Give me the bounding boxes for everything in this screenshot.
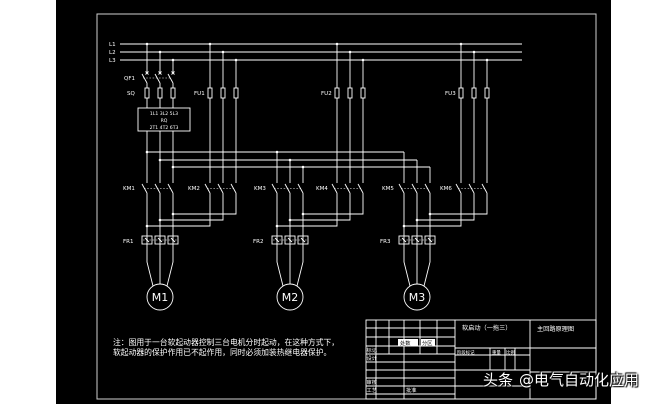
title-block-drawing-title: 软启动（一拖三） — [462, 324, 512, 332]
note-line-2: 软起动器的保护作用已不起作用，同时必须加装热继电器保护。 — [113, 347, 331, 357]
bus-label-l1: L1 — [109, 42, 116, 48]
title-block-mark: 标记 — [367, 346, 377, 354]
junction-dot — [402, 224, 406, 228]
soft-starter-terminals-out: 2T1 4T2 6T3 — [150, 125, 179, 131]
junction-dot — [415, 218, 419, 222]
fr1-element-l3 — [167, 235, 179, 245]
motor-3-lead-l1 — [403, 250, 411, 287]
title-block: 软启动（一拖三） 主回路原理图 标记 处数 分区 设计 审核 工艺 批准 阶段标… — [365, 319, 597, 400]
soft-starter-box — [137, 107, 191, 132]
title-block-zone: 分区 — [422, 339, 432, 347]
thermal-relay-label-fr3: FR3 — [380, 239, 391, 245]
motor-2-lead-l3 — [296, 250, 304, 287]
bypass-join-3-l1 — [404, 198, 462, 227]
soft-starter-terminals-in: 1L1 3L2 5L3 — [150, 111, 178, 117]
drawing-canvas — [56, 0, 611, 404]
title-block-border — [365, 319, 597, 400]
fr2-element-l2 — [284, 235, 296, 245]
drawing-frame — [96, 13, 597, 400]
bypass-join-3-l3 — [430, 198, 488, 215]
junction-dot — [171, 212, 175, 216]
title-block-stage-mark: 阶段标记 — [457, 349, 475, 356]
motor-m3-symbol — [403, 283, 431, 311]
fr2-element-l1 — [271, 235, 283, 245]
fr2-element-l3 — [297, 235, 309, 245]
title-block-design: 设计 — [367, 354, 377, 362]
contactor-label-km5: KM5 — [382, 186, 394, 192]
contactor-label-km1: KM1 — [123, 186, 135, 192]
bus-label-l3: L3 — [109, 58, 116, 64]
motor-m3-label: M3 — [409, 291, 426, 304]
bypass-join-2-l2 — [290, 198, 351, 221]
junction-dot — [275, 224, 279, 228]
junction-dot — [288, 218, 292, 222]
bypass-join-1-l1 — [147, 198, 211, 227]
contactor-label-km3: KM3 — [254, 186, 266, 192]
title-block-weight: 重量 — [492, 349, 501, 356]
bypass-join-2-l1 — [277, 198, 338, 227]
motors: M1 M2 M3 — [146, 283, 431, 311]
contactor-label-km4: KM4 — [316, 186, 328, 192]
watermark-platform: 头条 — [483, 371, 514, 389]
title-block-count: 处数 — [400, 339, 411, 347]
motor-m1-label: M1 — [152, 291, 169, 304]
motor-m1-symbol — [146, 283, 174, 311]
junction-dot — [301, 212, 305, 216]
fuse-label-fu3: FU3 — [445, 91, 456, 97]
bypass-join-1-l2 — [160, 198, 224, 221]
qf1-breaker-mark — [145, 71, 149, 75]
bypass-join-1-l3 — [173, 198, 237, 215]
title-block-process: 工艺 — [367, 387, 377, 394]
qf1-contact-l3 — [167, 73, 174, 84]
fr1-element-l1 — [141, 235, 153, 245]
title-block-grid — [365, 319, 597, 400]
breaker-label: QF1 — [124, 76, 135, 82]
motor-1-lead-l3 — [166, 250, 174, 287]
bypass-join-2-l3 — [303, 198, 364, 215]
thermal-relay-label-fr2: FR2 — [253, 239, 263, 245]
component-labels: L1 L2 L3 QF1 SQ 1L1 3L2 5L3 RQ 2T1 4T2 6… — [109, 42, 456, 245]
qf1-breaker-mark — [158, 71, 162, 75]
bypass-join-3-l2 — [417, 198, 475, 221]
title-block-review: 审核 — [367, 378, 377, 386]
qf1-breaker-mark — [171, 71, 175, 75]
fr3-element-l1 — [398, 235, 410, 245]
soft-starter-tag: RQ — [161, 118, 168, 124]
contactor-label-km6: KM6 — [440, 186, 452, 192]
junction-dot — [171, 165, 175, 169]
motor-m2-symbol — [276, 283, 304, 311]
motor-2-lead-l1 — [276, 250, 284, 287]
motor-1-lead-l1 — [146, 250, 154, 287]
breaker-fuse-label: SQ — [127, 91, 135, 97]
fr3-element-l2 — [411, 235, 423, 245]
motor-m2-label: M2 — [282, 291, 299, 304]
junction-dot — [158, 158, 162, 162]
motor-3-lead-l3 — [423, 250, 431, 287]
junction-dot — [145, 224, 149, 228]
title-block-approve: 批准 — [406, 386, 416, 394]
title-block-highlight-cell — [421, 339, 435, 346]
thermal-relay-label-fr1: FR1 — [123, 239, 133, 245]
junction-dot — [428, 212, 432, 216]
fuse-label-fu2: FU2 — [321, 91, 332, 97]
title-block-drawing-name: 主回路原理图 — [537, 325, 574, 333]
junction-dot — [145, 150, 149, 154]
drawing-note: 注：图用于一台软起动器控制三台电机分时起动，在这种方式下， 软起动器的保护作用已… — [113, 337, 339, 357]
title-block-highlight-cell — [398, 339, 418, 346]
qf1-contact-l2 — [154, 73, 161, 84]
qf1-contact-l1 — [141, 73, 148, 84]
title-block-scale: 比例 — [506, 349, 515, 356]
bus-label-l2: L2 — [109, 50, 116, 56]
main-circuit-wiring — [120, 42, 522, 287]
watermark: 头条 @电气自动化应用 — [483, 371, 639, 389]
note-line-1: 注：图用于一台软起动器控制三台电机分时起动，在这种方式下， — [113, 337, 339, 347]
watermark-account: @电气自动化应用 — [519, 371, 640, 389]
contactor-label-km2: KM2 — [188, 186, 200, 192]
fr3-element-l3 — [424, 235, 436, 245]
fr1-element-l2 — [154, 235, 166, 245]
junction-dot — [158, 218, 162, 222]
fuse-label-fu1: FU1 — [194, 91, 205, 97]
